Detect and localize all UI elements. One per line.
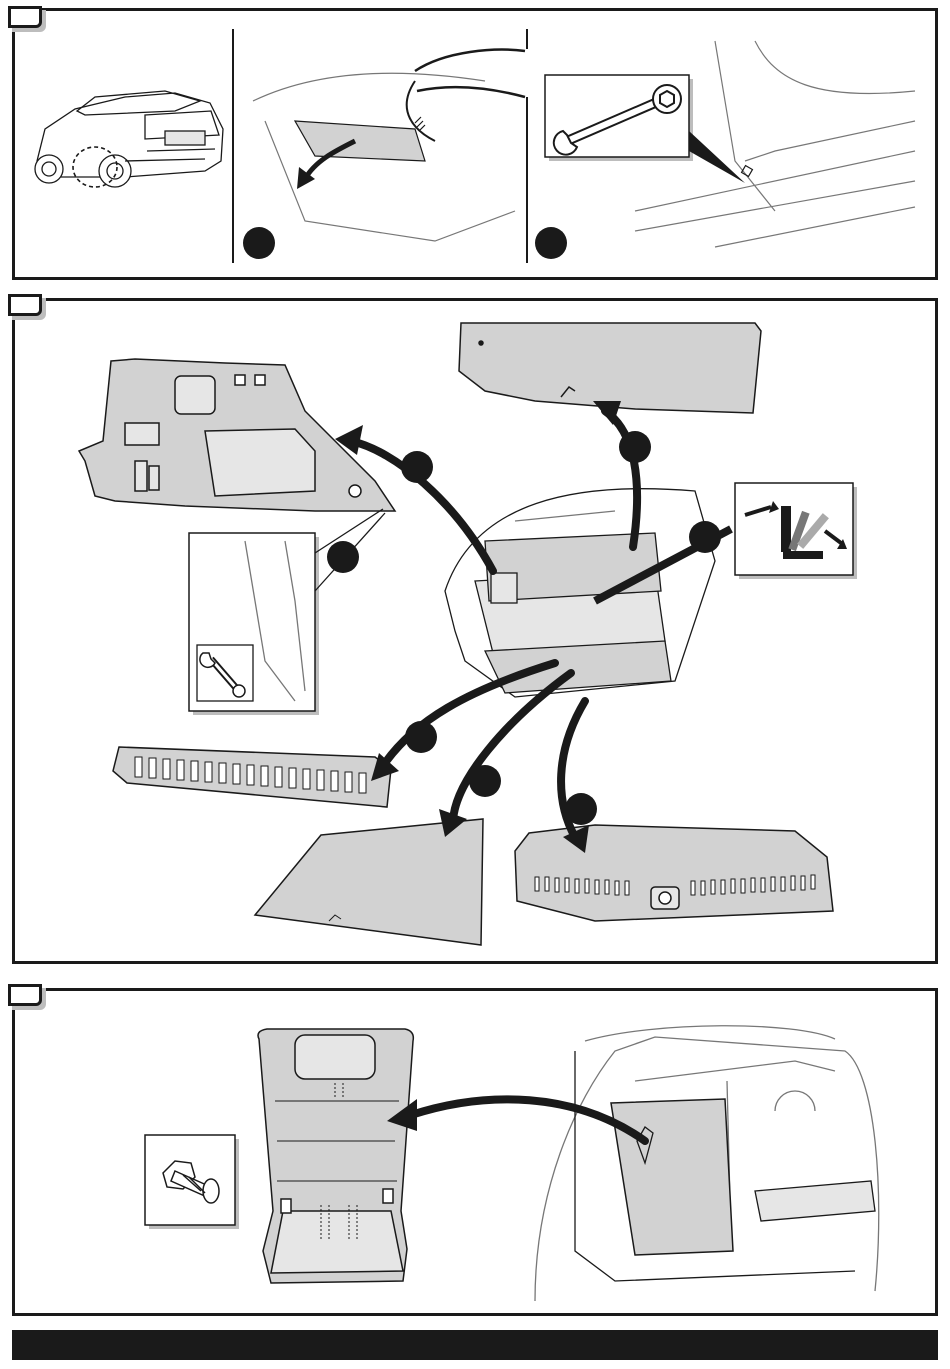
footer-bar [12,1330,938,1360]
boot-interior-view [445,489,715,697]
bolt-callout-box [145,1135,239,1229]
arrow-to-seatback [411,1099,645,1141]
seat-fold-callout [735,483,857,579]
step-marker-2c [689,521,721,553]
step-marker-2e [405,721,437,753]
rear-bumper-trim [515,825,833,921]
step-3-tab [8,984,42,1006]
callout-pointer [689,131,745,183]
wrench-callout-box [545,75,693,161]
step-1-illustration [15,11,935,277]
step-marker-2a [401,451,433,483]
step-marker-2g [565,793,597,825]
parcel-shelf [459,323,761,413]
step-1-tab [8,6,42,28]
step-marker-2b [619,431,651,463]
wrench-inset-box [189,509,385,715]
boot-with-seat-view [535,1026,879,1301]
step-marker-1b [535,227,567,259]
car-rear-view-icon [35,91,223,187]
step-marker-1a [243,227,275,259]
seatback-panel [258,1029,413,1283]
load-floor-board [255,819,483,945]
step-3-panel [12,988,938,1316]
step-marker-2d [327,541,359,573]
step-1-panel [12,8,938,280]
step-2-tab [8,294,42,316]
step-marker-2f [469,765,501,797]
folded-seat-panel [611,1099,733,1255]
sill-trim-removal-view [253,50,525,241]
step-3-illustration [15,991,935,1313]
scuff-plate [113,747,391,807]
step-2-illustration [15,301,935,961]
step-2-panel [12,298,938,964]
